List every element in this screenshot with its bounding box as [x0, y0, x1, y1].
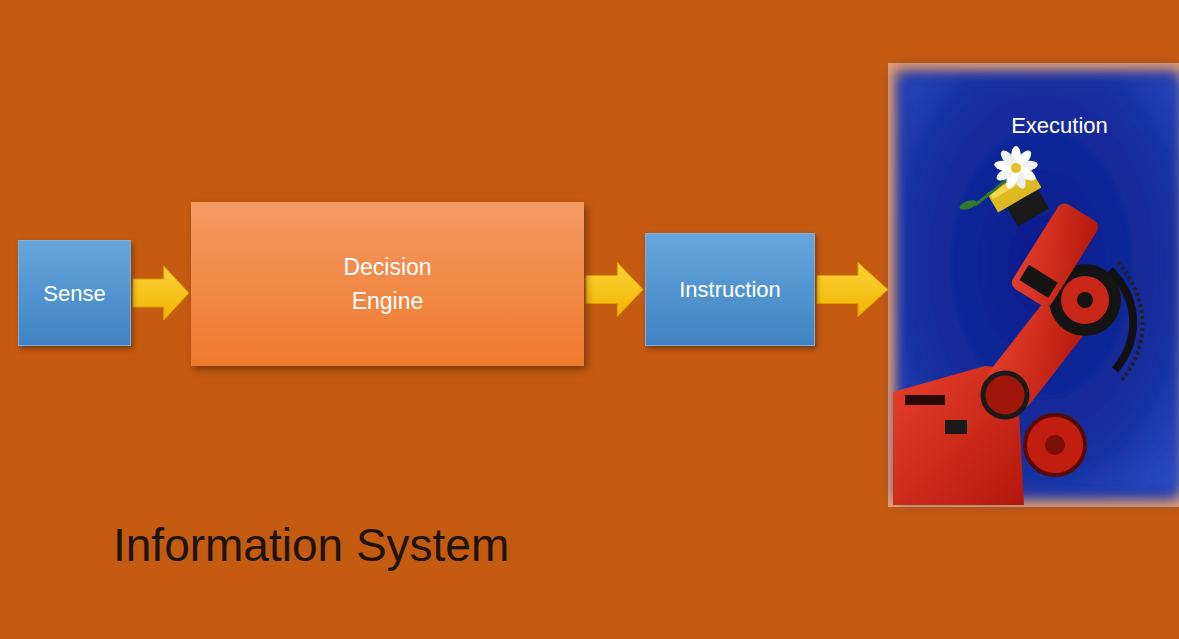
- decision-engine-box: Decision Engine: [191, 202, 584, 366]
- panel-glow: [888, 63, 1179, 507]
- execution-panel: Execution: [890, 65, 1179, 505]
- node-label: Sense: [43, 277, 105, 310]
- block-arrow: [133, 266, 189, 320]
- node-label: Decision Engine: [323, 250, 453, 319]
- flower: [958, 146, 1038, 212]
- process-box: Sense: [18, 240, 131, 346]
- block-arrow: [817, 263, 888, 317]
- panel-ground: [904, 79, 1179, 491]
- node-label: Instruction: [679, 273, 781, 306]
- node-label: Execution: [1011, 109, 1108, 142]
- process-box: Instruction: [645, 233, 815, 346]
- robot-arm: [893, 168, 1143, 505]
- block-arrow: [586, 263, 643, 317]
- diagram-title: Information System: [113, 518, 509, 572]
